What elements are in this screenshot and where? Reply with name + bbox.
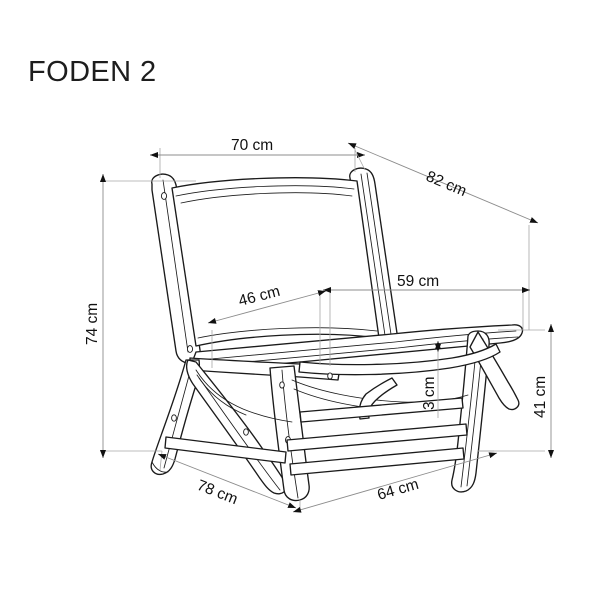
dimension-label-78cm: 78 cm [195, 477, 241, 508]
dimension-59cm: 59 cm [323, 273, 530, 366]
dimension-3cm: 3 cm [421, 341, 441, 418]
seat-side-apron [298, 343, 501, 376]
dimension-label-59cm: 59 cm [397, 273, 439, 290]
lower-stretcher-right [286, 423, 468, 476]
left-gusset [195, 369, 293, 423]
backrest-panel [171, 177, 380, 347]
dimension-label-41cm: 41 cm [532, 376, 549, 418]
backrest-left-post [151, 173, 201, 364]
dimension-label-70cm: 70 cm [231, 137, 273, 154]
dimension-label-74cm: 74 cm [84, 303, 101, 345]
dimension-label-64cm: 64 cm [375, 476, 420, 504]
screw-detail [279, 381, 285, 389]
page-title: FODEN 2 [28, 56, 157, 88]
dimension-70cm: 70 cm [150, 137, 365, 178]
dimension-41cm: 41 cm [478, 324, 554, 458]
lower-stretcher-left [164, 436, 287, 464]
back-lower-rail [299, 397, 464, 423]
screw-detail [327, 372, 333, 380]
dimension-74cm: 74 cm [84, 174, 196, 458]
chair-illustration [150, 167, 524, 502]
dimension-label-82cm: 82 cm [423, 168, 469, 200]
seat-front-rail [189, 357, 341, 381]
dimension-label-3cm: 3 cm [421, 376, 438, 410]
